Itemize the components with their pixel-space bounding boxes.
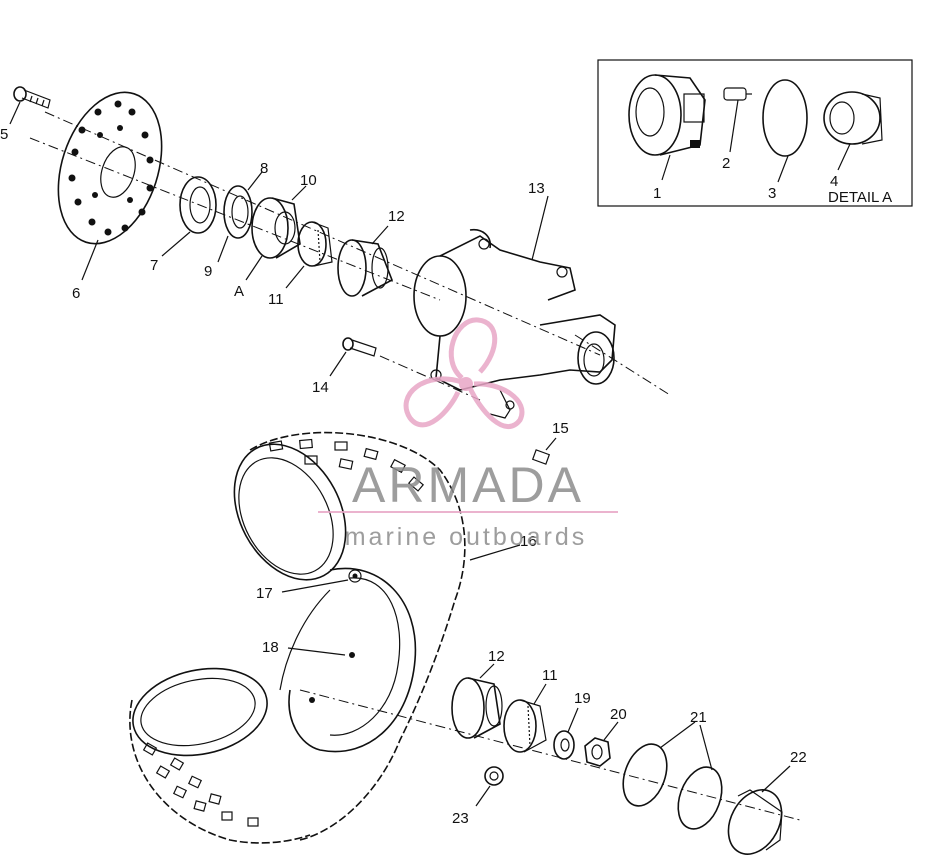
part-label-17: 17 [256,585,273,602]
part-label-10: 10 [300,172,317,189]
part-label-7: 7 [150,257,158,274]
watermark-logo: ARMADA marine outboards [318,317,618,551]
part-label-6: 6 [72,285,80,302]
knuckle-hub-part-13 [413,195,616,419]
part-label-15: 15 [552,420,569,437]
bolt-part-14 [329,337,377,377]
part-label-20: 20 [610,706,627,723]
hub-assembly-part-10 [245,185,307,281]
part-label-3: 3 [768,185,776,202]
part-label-4: 4 [830,173,838,190]
part-label-19: 19 [574,690,591,707]
seal-part-7 [161,176,217,257]
bearing-part-11-lower [503,683,547,753]
detail-ring-part [762,79,808,157]
detail-hub-part [628,74,706,156]
part-label-14: 14 [312,379,329,396]
washer-part-19 [553,707,579,760]
wheel-rim-part-18 [279,567,417,753]
part-label-5: 5 [0,126,8,143]
bolt-part-5 [9,86,51,125]
detail-a-box: 1 2 3 4 DETAIL A [597,59,913,207]
hub-cap-part-22 [727,765,791,855]
watermark-brand: ARMADA [352,457,584,513]
part-label-22: 22 [790,749,807,766]
part-label-A: A [234,283,244,300]
part-label-16: 16 [520,533,537,550]
part-label-21: 21 [690,709,707,726]
propeller-hub [459,377,473,391]
detail-nut-part [823,91,883,145]
tire-part-16 [233,431,521,841]
part-label-12-upper: 12 [388,208,405,225]
part-label-18: 18 [262,639,279,656]
bearing-part-11-upper [285,221,333,289]
detail-a-caption: DETAIL A [828,189,892,206]
part-label-2: 2 [722,155,730,172]
race-part-12-lower [451,663,503,739]
detail-pin-part [723,87,752,101]
part-label-23: 23 [452,810,469,827]
part-label-11-upper: 11 [268,291,284,308]
part-label-8: 8 [260,160,268,177]
nut-part-20 [584,721,619,767]
fitting-part-15 [531,437,557,465]
part-label-9: 9 [204,263,212,280]
part-label-1: 1 [653,185,661,202]
brake-disc-part-6 [57,91,163,281]
part-label-11-lower: 11 [542,667,558,684]
o-ring-part-21 [622,721,723,830]
tire-lower-tread [129,667,311,844]
part-label-13: 13 [528,180,545,197]
part-label-12-lower: 12 [488,648,505,665]
race-part-12-upper [337,225,394,297]
spacer-part-8 [217,171,263,263]
watermark-tagline: marine outboards [345,523,588,551]
propeller-mark [403,317,525,429]
valve-part-23 [475,766,504,807]
